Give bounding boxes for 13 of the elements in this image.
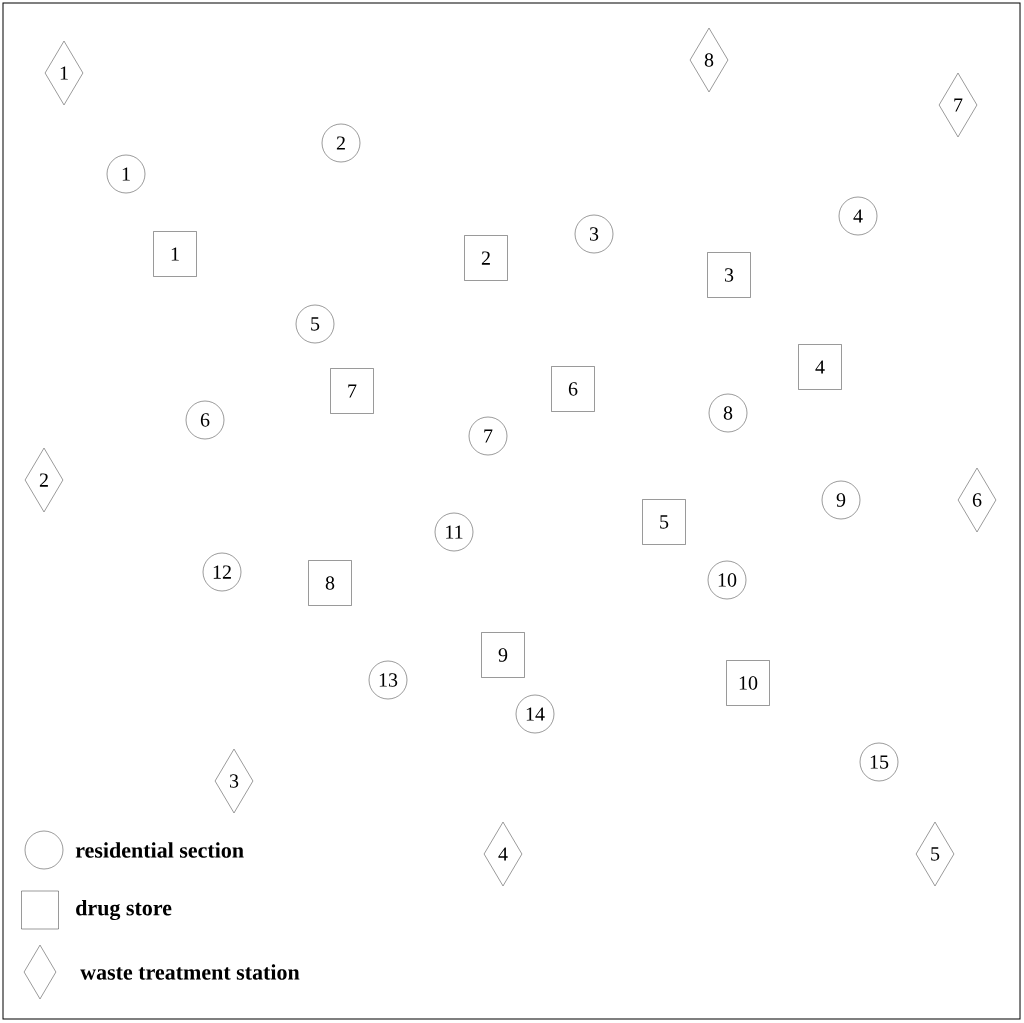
drug-store-square: 10: [726, 660, 770, 706]
legend-label: residential section: [75, 842, 244, 858]
drug-store-square: 4: [798, 344, 842, 390]
legend-label: waste treatment station: [80, 964, 300, 980]
drug-store-square: 6: [551, 366, 595, 412]
drug-store-square: 7: [330, 368, 374, 414]
drug-store-square: 1: [153, 231, 197, 277]
drug-store-square: 8: [308, 560, 352, 606]
drug-store-square: 5: [642, 499, 686, 545]
drug-store-square: 3: [707, 252, 751, 298]
drug-store-square: 9: [481, 632, 525, 678]
legend-label: drug store: [76, 899, 172, 921]
drug-store-square: 2: [464, 235, 508, 281]
